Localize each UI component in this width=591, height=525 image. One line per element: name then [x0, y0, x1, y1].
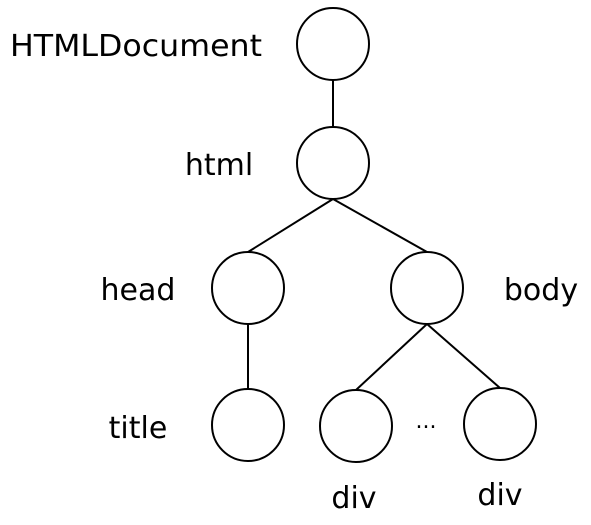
- label-div-1: div: [331, 481, 376, 516]
- node-div-1: [319, 389, 393, 463]
- label-html: html: [185, 148, 253, 183]
- node-html: [296, 126, 370, 200]
- edge-html-head: [247, 198, 334, 253]
- node-div-2: [463, 387, 537, 461]
- edge-body-div2: [426, 323, 501, 389]
- edge-html-body: [332, 198, 428, 253]
- node-head: [211, 251, 285, 325]
- label-document: HTMLDocument: [10, 29, 262, 64]
- node-body: [390, 251, 464, 325]
- label-title: title: [109, 411, 168, 446]
- edge-body-div1: [355, 323, 428, 391]
- label-div-2: div: [477, 478, 522, 513]
- ellipsis-siblings: ...: [416, 409, 437, 434]
- node-document: [296, 7, 370, 81]
- label-head: head: [101, 273, 176, 308]
- label-body: body: [504, 273, 578, 308]
- node-title: [211, 388, 285, 462]
